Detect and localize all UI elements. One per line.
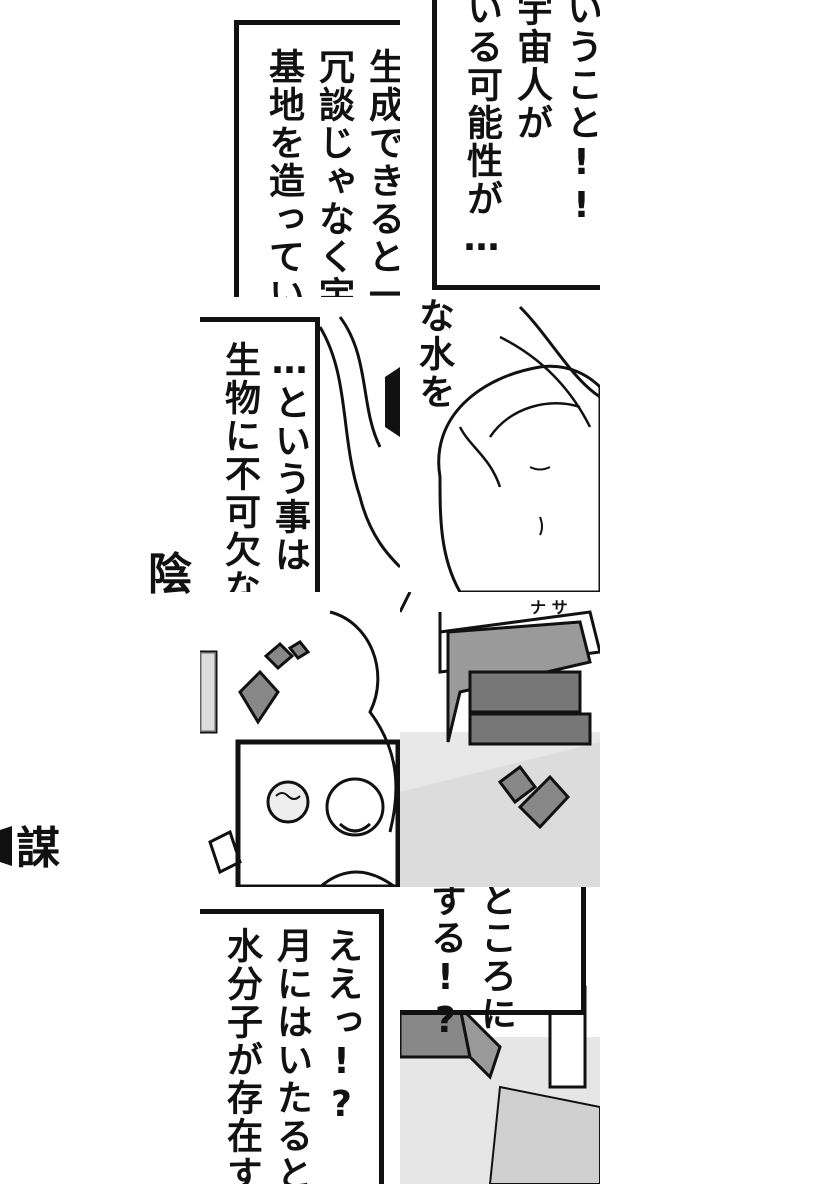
bubble-line-3: 基地を造ってい [263,48,304,297]
panel-top-right: いうこと!! 宇宙人が いる可能性が… [400,0,600,297]
speech-bubble [200,317,320,592]
bubble-line-2: する!? [425,887,466,1043]
wall-sign-text: ナ サ [530,598,568,617]
bubble-line-3: いる可能性が… [461,0,502,261]
side-title-fragment-edge [0,826,12,866]
bubble-line-2: 宇宙人が [511,0,552,142]
speech-bubble [200,909,384,1184]
side-title-fragment-top: 陰 [148,549,192,596]
panel-lower-left [200,592,400,887]
side-title-fragment-bottom: 謀 [16,823,60,874]
panel-bottom-left: ええっ!? 月にはいたると 水分子が存在す [200,887,400,1184]
panel-bottom-right: ところに する!? [400,887,600,1184]
bubble-line-1: いうこと!! [561,0,600,228]
panel-top-left: 生成できると一 冗談じゃなく宇 基地を造ってい [200,0,400,297]
desk-scene-art [400,592,600,887]
bubble-line-1: ええっ!? [321,927,362,1127]
bubble-line-1: 生成できると一 [363,48,400,297]
speech-bubble [400,887,586,1015]
bubble-line-3: 水分子が存在す [221,927,262,1184]
speech-bubble [432,0,600,290]
face-closeup-art [437,305,600,592]
panel-mid-right: な水を [400,297,600,592]
speech-bubble [234,20,400,297]
panel-lower-right: ナ サ [400,592,600,887]
photo-frame-scene-art [200,610,400,887]
bubble-line-2: 生物に不可欠な [219,341,260,592]
panel-mid-left: …という事は 生物に不可欠な [200,297,400,592]
bubble-line-1: ところに [475,887,516,1033]
bubble-line-2: 月にはいたると [271,927,312,1184]
narration-text: な水を [413,297,454,411]
bubble-line-1: …という事は [269,341,310,574]
bubble-line-2: 冗談じゃなく宇 [313,48,354,297]
